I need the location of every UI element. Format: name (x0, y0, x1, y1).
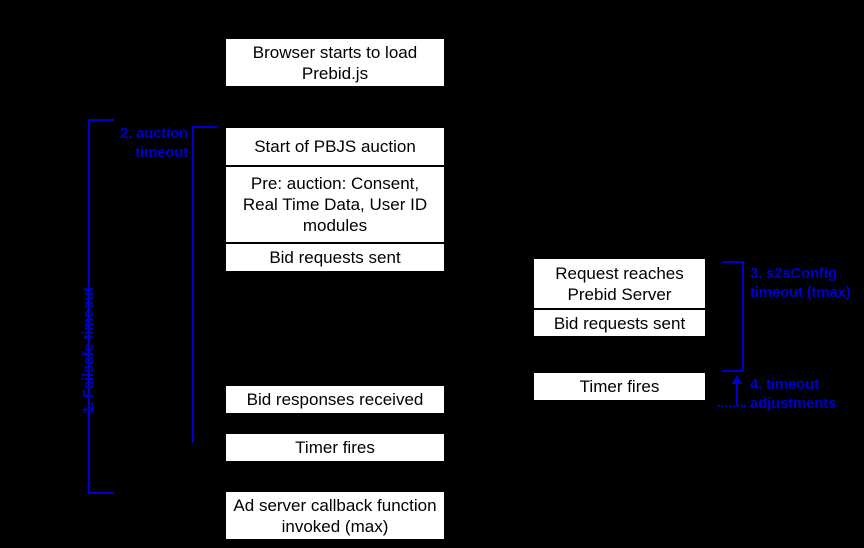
s2sconfig-bracket-top-tick (722, 261, 744, 263)
process-box-browser-load: Browser starts to load Prebid.js (225, 38, 445, 87)
failsafe-bracket-top-tick (88, 119, 114, 121)
process-box-auction-start: Start of PBJS auction (225, 127, 445, 166)
failsafe-bracket-spine (88, 119, 90, 494)
auction-timeout-bracket-spine (192, 126, 194, 443)
annotation-auction-timeout: 2. auction timeout (119, 125, 188, 161)
auction-timeout-bracket-top-tick (192, 126, 217, 128)
timeout-adjustments-baseline (718, 405, 746, 407)
failsafe-bracket-bottom-tick (88, 492, 114, 494)
process-box-pre-auction-modules: Pre: auction: Consent, Real Time Data, U… (225, 166, 445, 243)
s2sconfig-bracket-bottom-tick (722, 370, 744, 372)
process-box-s2s-timer-fires: Timer fires (533, 372, 706, 401)
process-box-bid-responses-received: Bid responses received (225, 385, 445, 414)
process-box-s2s-bid-requests-sent: Bid requests sent (533, 309, 706, 337)
process-box-bid-requests-sent: Bid requests sent (225, 243, 445, 272)
s2sconfig-bracket-spine (742, 261, 744, 372)
annotation-s2sconfig-timeout: 3. s2sConfig timeout (tmax) (750, 265, 851, 301)
process-box-timer-fires: Timer fires (225, 433, 445, 462)
timeout-adjustments-arrow-shaft (736, 382, 738, 406)
timeout-adjustments-arrowhead-icon (732, 375, 742, 384)
annotation-timeout-adjustments: 4. timeout adjustments (750, 376, 837, 412)
process-box-request-reaches-prebid-server: Request reaches Prebid Server (533, 258, 706, 309)
process-box-ad-server-callback: Ad server callback function invoked (max… (225, 491, 445, 540)
annotation-failsafe-timeout: 1. Failsafe timeout (80, 286, 97, 414)
